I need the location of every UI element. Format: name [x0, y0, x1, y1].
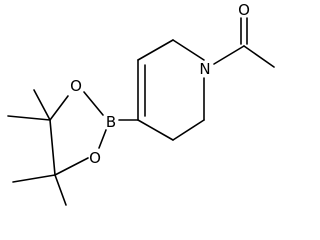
bond-o-lower-b — [98, 129, 107, 149]
bond-methyl-upper-2 — [7, 115, 51, 121]
bond-b-o-upper — [83, 91, 104, 116]
bond-c5-c6 — [172, 119, 205, 141]
bond-o-upper-c — [49, 95, 69, 121]
atom-label-n: N — [199, 60, 210, 78]
bond-methyl-upper-1 — [33, 89, 51, 121]
atom-label-o-lower: O — [89, 149, 101, 167]
bond-c4-c5 — [137, 119, 174, 141]
methyl-groups — [7, 89, 67, 206]
bond-c2-c3 — [137, 39, 174, 61]
bond-carbonyl-c-methyl — [243, 45, 275, 68]
bond-methyl-lower-1 — [12, 174, 56, 183]
atom-label-o-carbonyl: O — [238, 1, 250, 19]
dioxaborolane-ring — [49, 91, 107, 176]
bond-n-c2 — [172, 39, 205, 61]
chemical-structure-diagram: O N B O O — [7, 1, 275, 206]
bond-methyl-lower-2 — [54, 174, 67, 206]
tetrahydropyridine-ring — [137, 39, 205, 141]
bond-c-o-lower — [54, 157, 89, 176]
bond-c-c — [49, 119, 56, 176]
atom-label-o-upper: O — [70, 77, 82, 95]
acetyl-group — [213, 17, 275, 68]
bond-carbonyl-c-n — [213, 45, 245, 65]
atom-label-b: B — [106, 113, 116, 131]
